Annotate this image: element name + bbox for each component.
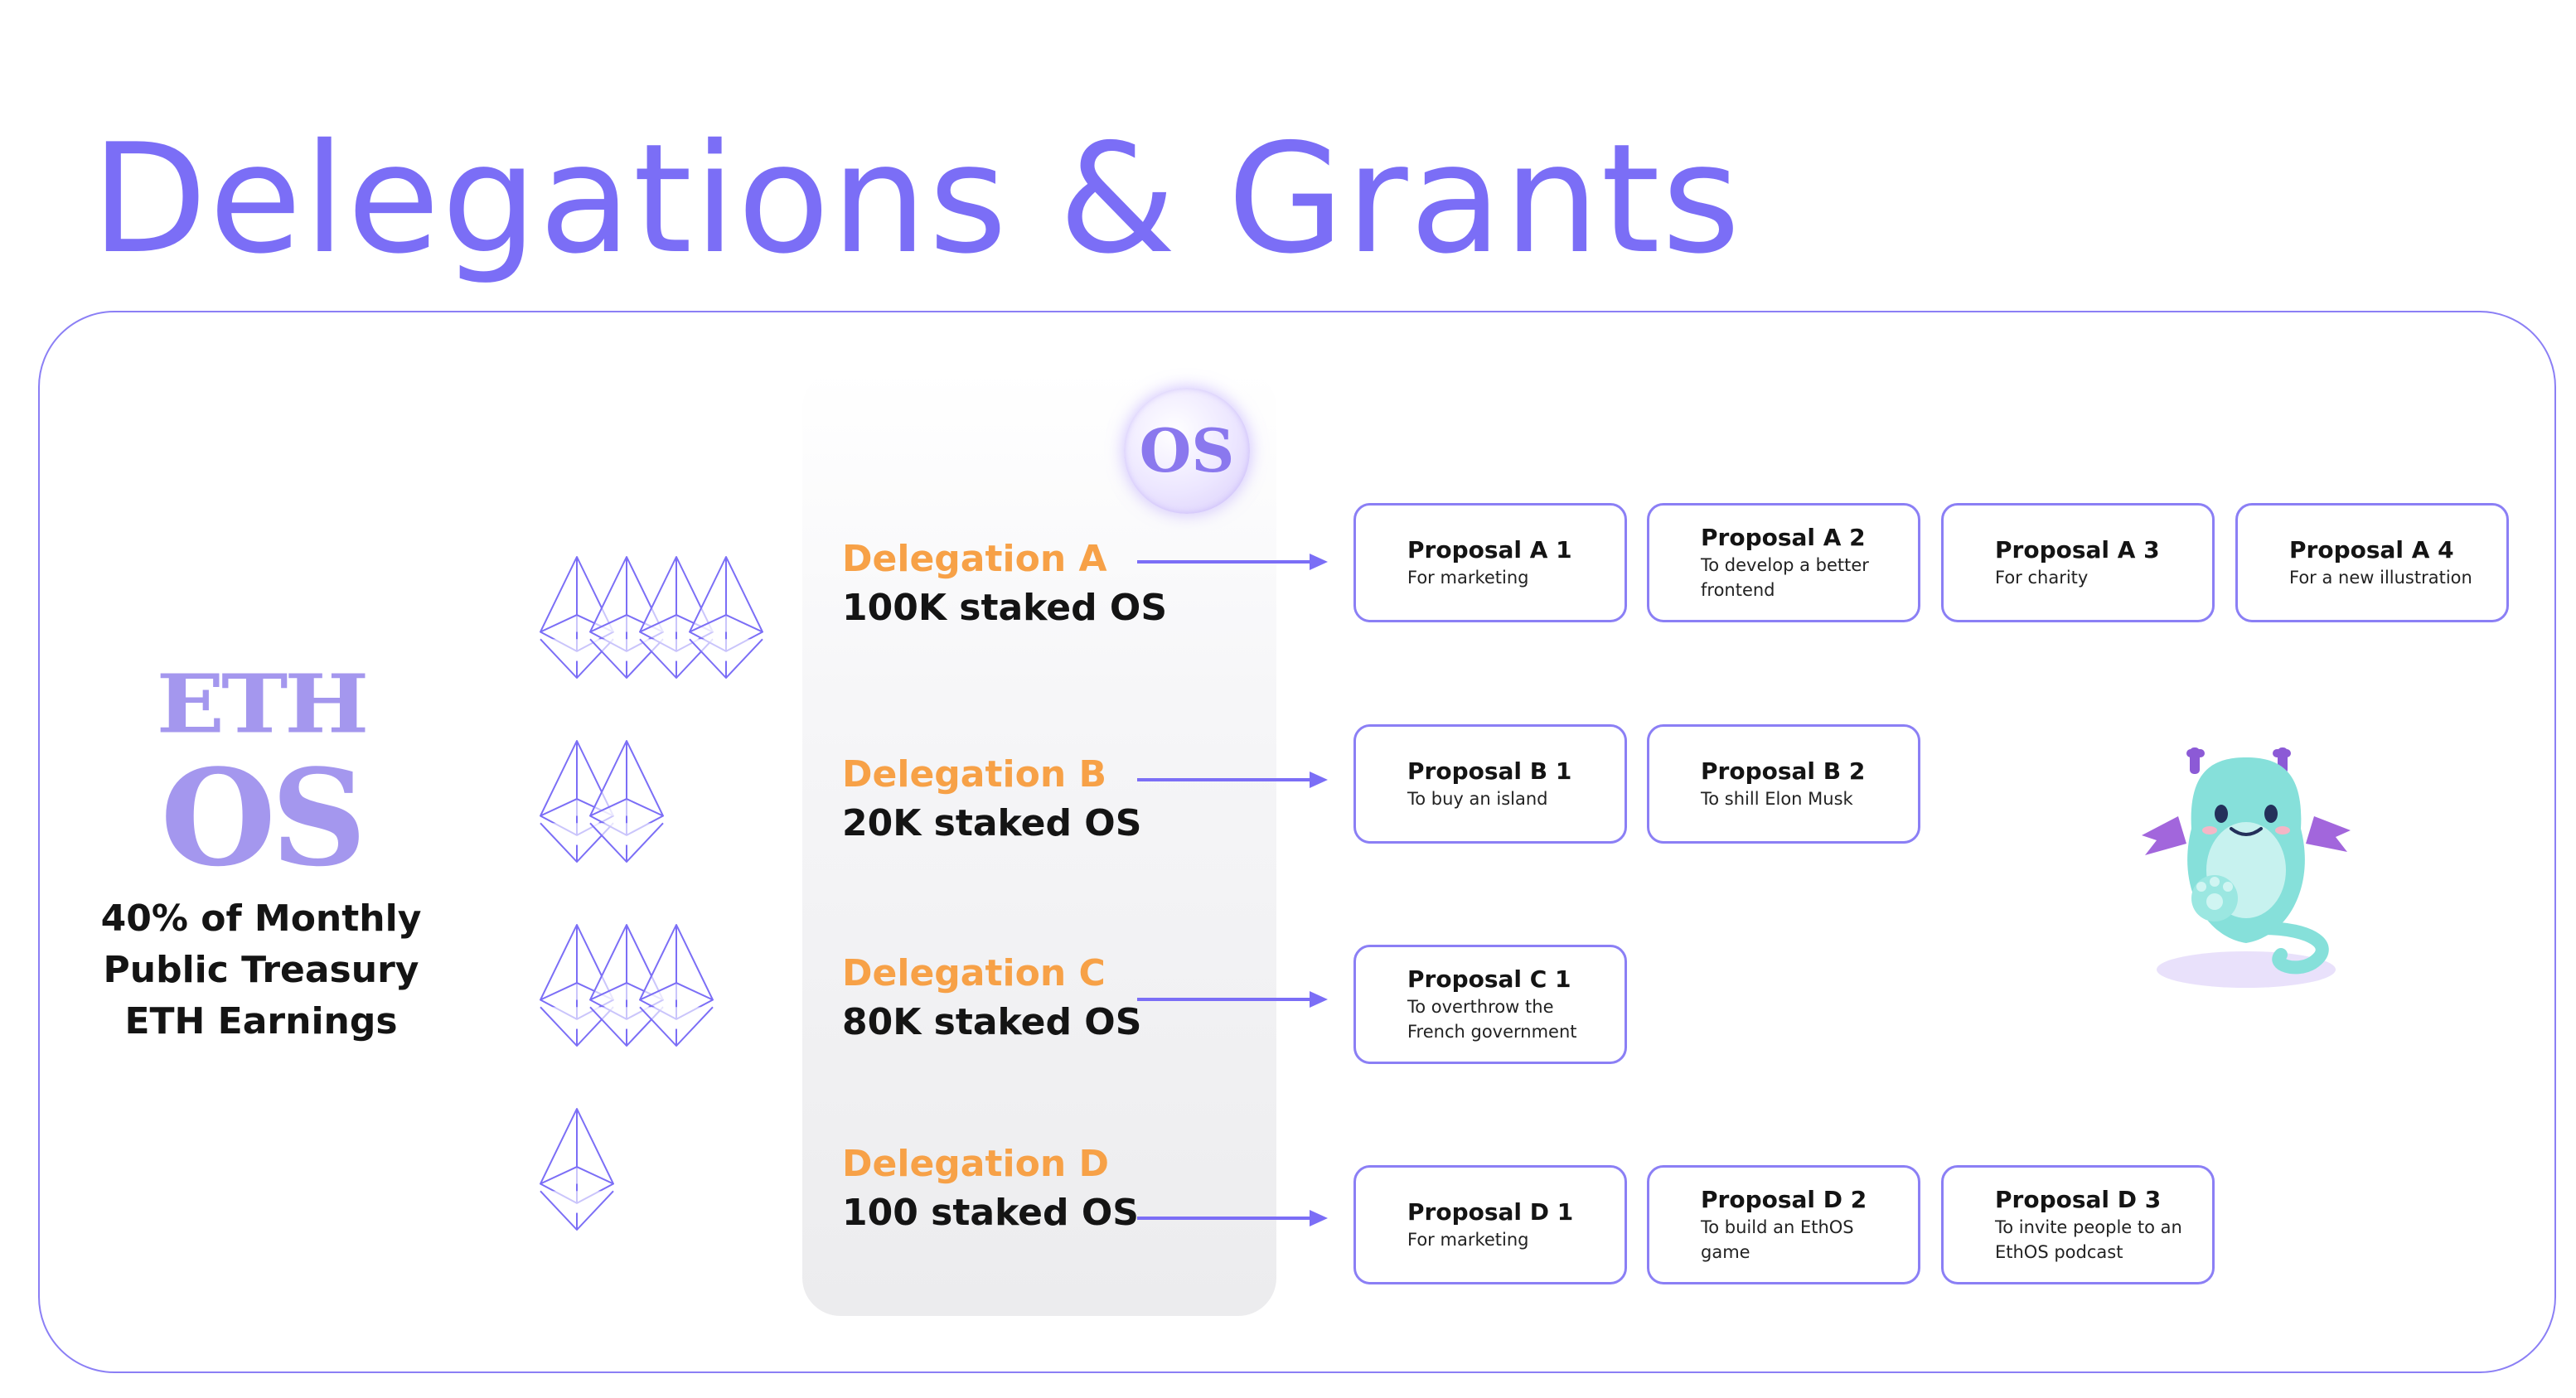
proposal-title: Proposal D 3 bbox=[1995, 1186, 2162, 1213]
proposal-description: For charity bbox=[1995, 568, 2089, 588]
proposal-card: Proposal A 4 For a new illustration bbox=[2235, 503, 2509, 622]
proposal-card: Proposal B 1 To buy an island bbox=[1353, 724, 1627, 844]
proposal-title: Proposal B 2 bbox=[1701, 757, 1866, 785]
proposal-description: To invite people to an EthOS podcast bbox=[1995, 1217, 2182, 1262]
delegation-stake: 20K staked OS bbox=[842, 802, 1142, 844]
proposal-title: Proposal A 3 bbox=[1995, 536, 2160, 564]
treasury-caption: 40% of Monthly Public Treasury ETH Earni… bbox=[100, 897, 422, 1042]
proposal-title: Proposal A 1 bbox=[1407, 536, 1572, 564]
os-coin-label: OS bbox=[1139, 415, 1235, 486]
delegation-c: Delegation C 80K staked OS bbox=[842, 950, 1339, 1047]
delegations-panel bbox=[802, 370, 1276, 1316]
page-title: Delegations & Grants bbox=[91, 111, 1742, 287]
delegation-a: Delegation A 100K staked OS bbox=[842, 535, 1339, 633]
proposal-card: Proposal D 2 To build an EthOS game bbox=[1647, 1165, 1920, 1284]
ethos-logo-os: OS bbox=[160, 740, 367, 896]
proposal-description: To shill Elon Musk bbox=[1701, 789, 1853, 809]
dragon-mascot-icon bbox=[2142, 747, 2351, 988]
ethos-logo-eth: ETH bbox=[156, 657, 370, 752]
proposal-title: Proposal A 2 bbox=[1701, 524, 1866, 551]
ethereum-diamond-icon bbox=[589, 740, 664, 863]
proposal-title: Proposal C 1 bbox=[1407, 965, 1571, 993]
arrow-icon bbox=[1137, 1210, 1328, 1226]
delegation-stake: 100K staked OS bbox=[842, 587, 1168, 629]
ethos-logo: ETH OS bbox=[124, 655, 398, 888]
proposal-card: Proposal C 1 To overthrow the French gov… bbox=[1353, 945, 1627, 1064]
ethereum-diamond-icon bbox=[540, 1108, 614, 1231]
arrow-icon bbox=[1137, 991, 1328, 1008]
proposal-card: Proposal A 2 To develop a better fronten… bbox=[1647, 503, 1920, 622]
proposal-description: To develop a better frontend bbox=[1701, 555, 1869, 600]
proposal-title: Proposal A 4 bbox=[2289, 536, 2454, 564]
ethereum-diamond-icon bbox=[639, 924, 714, 1047]
proposal-card: Proposal A 3 For charity bbox=[1941, 503, 2215, 622]
ethereum-diamond-icon bbox=[689, 556, 763, 679]
proposal-card: Proposal D 3 To invite people to an EthO… bbox=[1941, 1165, 2215, 1284]
os-coin-icon: OS bbox=[1124, 388, 1250, 514]
delegation-stake: 80K staked OS bbox=[842, 1001, 1142, 1043]
proposal-card: Proposal B 2 To shill Elon Musk bbox=[1647, 724, 1920, 844]
delegation-name: Delegation B bbox=[842, 753, 1106, 796]
proposal-title: Proposal B 1 bbox=[1407, 757, 1572, 785]
delegation-name: Delegation C bbox=[842, 952, 1106, 994]
delegation-stake: 100 staked OS bbox=[842, 1192, 1139, 1234]
diagram-frame bbox=[38, 311, 2556, 1373]
delegation-name: Delegation D bbox=[842, 1143, 1109, 1185]
proposal-description: To build an EthOS game bbox=[1701, 1217, 1854, 1262]
proposal-description: To buy an island bbox=[1407, 789, 1548, 809]
proposal-card: Proposal A 1 For marketing bbox=[1353, 503, 1627, 622]
proposal-description: For marketing bbox=[1407, 1230, 1529, 1250]
proposal-title: Proposal D 1 bbox=[1407, 1198, 1574, 1226]
delegation-b: Delegation B 20K staked OS bbox=[842, 751, 1339, 849]
proposal-description: For a new illustration bbox=[2289, 568, 2472, 588]
arrow-icon bbox=[1137, 772, 1328, 788]
proposal-title: Proposal D 2 bbox=[1701, 1186, 1867, 1213]
proposal-description: To overthrow the French government bbox=[1407, 997, 1577, 1042]
delegation-name: Delegation A bbox=[842, 538, 1107, 580]
proposal-description: For marketing bbox=[1407, 568, 1529, 588]
delegation-d: Delegation D 100 staked OS bbox=[842, 1140, 1339, 1238]
proposal-card: Proposal D 1 For marketing bbox=[1353, 1165, 1627, 1284]
arrow-icon bbox=[1137, 554, 1328, 570]
